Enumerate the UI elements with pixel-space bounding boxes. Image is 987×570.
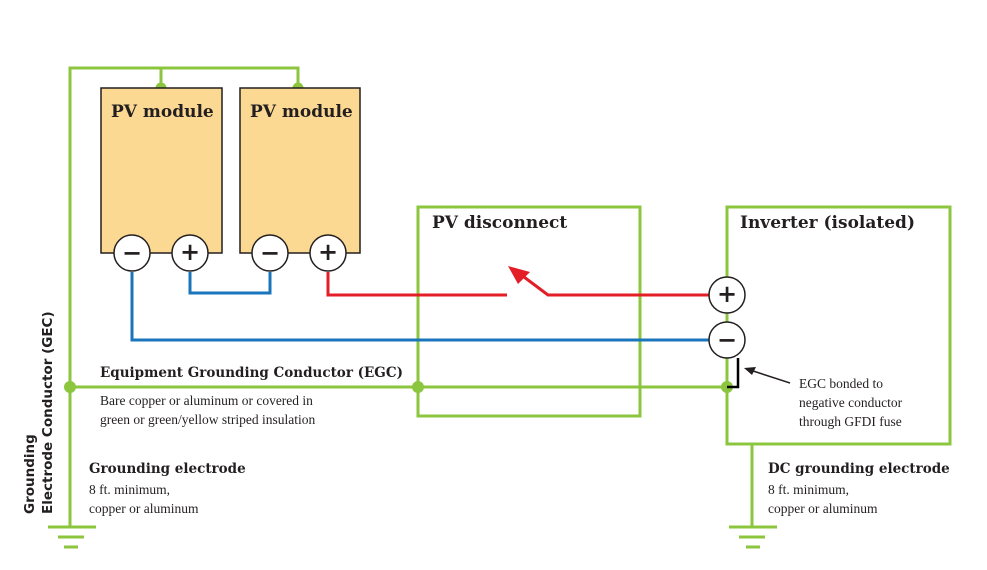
grounding-electrode-line1: 8 ft. minimum,	[89, 482, 170, 497]
dc-grounding-electrode-line2: copper or aluminum	[768, 501, 878, 516]
module-1-negative-terminal	[113, 234, 151, 272]
dc-grounding-electrode-line1: 8 ft. minimum,	[768, 482, 849, 497]
module-1-positive-terminal	[171, 234, 209, 272]
inverter-positive-terminal	[708, 276, 746, 314]
egc-desc-line2: green or green/yellow striped insulation	[100, 412, 316, 427]
plus-icon: +	[180, 237, 201, 266]
plus-icon: +	[717, 279, 738, 308]
bond-note-line3: through GFDI fuse	[799, 414, 902, 429]
negative-wiring	[130, 272, 710, 342]
note-pointer-arrowhead-icon	[744, 367, 756, 375]
bond-note-line2: negative conductor	[799, 395, 903, 410]
egc-bond-wire	[727, 358, 740, 389]
positive-wiring	[326, 272, 710, 297]
pv-disconnect-box	[416, 205, 642, 418]
note-pointer-line	[749, 369, 791, 384]
inverter-negative-terminal	[708, 321, 746, 359]
pv-module-2-label: PV module	[250, 102, 353, 122]
egc-title: Equipment Grounding Conductor (EGC)	[100, 365, 403, 381]
grounding-electrode-title: Grounding electrode	[89, 461, 246, 477]
pv-module-1-label: PV module	[111, 102, 214, 122]
pv-module-1	[100, 87, 223, 254]
gec-label-line2: Electrode Conductor (GEC)	[40, 311, 56, 514]
egc-desc-line1: Bare copper or aluminum or covered in	[100, 393, 313, 408]
module-2-negative-terminal	[251, 234, 289, 272]
dc-grounding-electrode-title: DC grounding electrode	[768, 461, 950, 477]
pv-disconnect-label: PV disconnect	[432, 213, 568, 233]
minus-icon: −	[717, 325, 738, 354]
terminals	[113, 234, 746, 359]
inverter-label: Inverter (isolated)	[740, 213, 915, 233]
gec-wire	[68, 66, 300, 527]
minus-icon: −	[260, 238, 281, 267]
bond-note-line1: EGC bonded to	[799, 376, 883, 391]
gec-label-line1: Grounding	[22, 434, 38, 514]
module-2-positive-terminal	[309, 234, 347, 272]
grounding-electrode-line2: copper or aluminum	[89, 501, 199, 516]
plus-icon: +	[318, 237, 339, 266]
minus-icon: −	[122, 238, 143, 267]
disconnect-switch-arrow-icon	[508, 266, 530, 284]
pv-module-2	[239, 87, 361, 254]
